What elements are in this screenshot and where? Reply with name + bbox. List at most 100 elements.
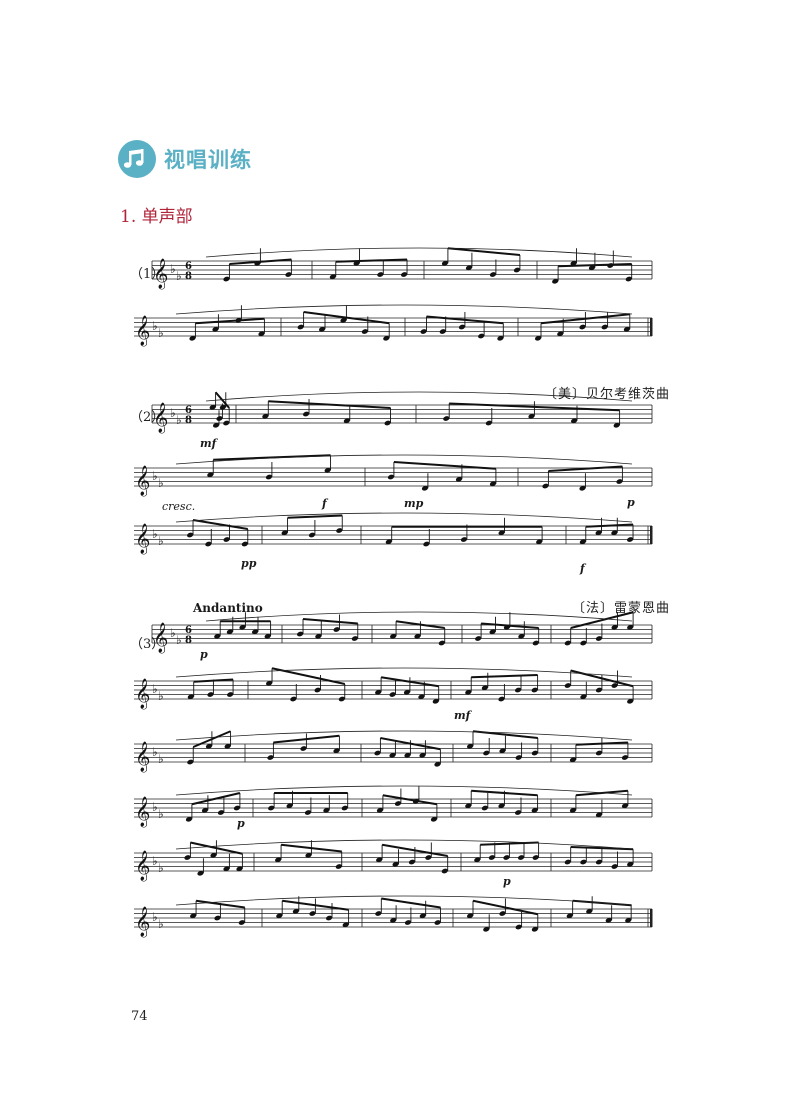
note-head xyxy=(514,687,522,693)
composer-credit-3: 〔法〕雷蒙恩曲 xyxy=(571,601,670,616)
note-head xyxy=(314,687,321,693)
note-head xyxy=(528,413,535,419)
note-head xyxy=(466,913,474,919)
note-head xyxy=(184,855,191,860)
treble-clef-icon: 𝄞 xyxy=(135,906,150,938)
note-head xyxy=(205,743,213,749)
note-beam xyxy=(193,678,234,683)
note-head xyxy=(513,267,521,273)
note-head xyxy=(443,416,450,421)
note-head xyxy=(627,537,634,542)
note-head xyxy=(627,861,634,867)
note-head xyxy=(489,272,497,277)
note-head xyxy=(569,757,577,763)
note-head xyxy=(303,411,310,417)
note-head xyxy=(432,698,439,704)
note-head xyxy=(187,759,194,765)
note-head xyxy=(275,857,282,863)
note-beam xyxy=(471,674,538,679)
note-head xyxy=(532,640,539,646)
note-head xyxy=(570,260,577,266)
phrase-slur xyxy=(175,730,633,741)
note-head xyxy=(207,472,214,478)
note-beam xyxy=(449,402,620,412)
dynamic-p-1: p xyxy=(627,496,635,509)
note-beam xyxy=(335,258,408,263)
flat-icon: ♭ xyxy=(158,752,164,766)
treble-clef-icon: 𝄞 xyxy=(135,523,150,555)
flat-icon: ♭ xyxy=(170,262,176,276)
note-beam xyxy=(426,315,504,325)
note-head xyxy=(385,539,392,545)
note-head xyxy=(488,855,496,860)
note-head xyxy=(297,631,304,637)
phrase-slur xyxy=(175,454,633,465)
note-head xyxy=(335,864,342,869)
note-head xyxy=(485,420,493,426)
dynamic-f-1: f xyxy=(322,497,327,510)
flat-icon: ♭ xyxy=(158,861,164,875)
note-head xyxy=(239,624,246,630)
note-head xyxy=(531,687,538,693)
note-head xyxy=(214,915,221,921)
note-head xyxy=(408,859,416,865)
note-head xyxy=(205,541,212,547)
treble-clef-icon: 𝄞 xyxy=(135,315,150,347)
note-head xyxy=(621,755,629,760)
note-head xyxy=(286,803,293,809)
note-head xyxy=(478,333,485,339)
note-head xyxy=(475,636,482,641)
note-beam xyxy=(303,311,390,325)
note-head xyxy=(300,746,307,751)
note-head xyxy=(187,694,194,700)
note-head xyxy=(223,276,230,282)
note-head xyxy=(403,689,411,695)
note-head xyxy=(233,805,241,811)
note-head xyxy=(611,624,618,630)
note-beam xyxy=(192,519,248,530)
note-beam xyxy=(282,899,349,911)
note-head xyxy=(419,752,426,758)
note-head xyxy=(241,541,248,547)
note-head xyxy=(264,633,271,639)
note-head xyxy=(262,413,269,419)
note-head xyxy=(466,743,474,749)
note-head xyxy=(190,913,197,919)
note-head xyxy=(627,698,634,704)
note-beam xyxy=(395,620,445,629)
note-head xyxy=(268,805,275,811)
note-head xyxy=(566,913,573,919)
note-head xyxy=(601,324,608,330)
dynamic-mp-1: mp xyxy=(404,497,424,510)
note-head xyxy=(588,265,596,271)
note-head xyxy=(498,530,505,536)
note-head xyxy=(418,694,425,700)
note-head xyxy=(219,404,227,410)
note-head xyxy=(343,418,350,424)
note-head xyxy=(389,752,396,758)
note-head xyxy=(498,803,505,809)
note-head xyxy=(611,864,618,869)
note-head xyxy=(517,855,525,860)
note-head xyxy=(515,755,522,760)
note-head xyxy=(625,276,632,282)
note-head xyxy=(207,692,214,697)
note-beam xyxy=(447,247,520,256)
note-beam xyxy=(540,313,630,325)
note-head xyxy=(187,532,194,538)
note-head xyxy=(489,629,496,635)
phrase-slur xyxy=(175,667,633,678)
note-head xyxy=(616,479,623,484)
flat-icon: ♭ xyxy=(158,476,164,490)
note-head xyxy=(323,807,330,813)
note-head xyxy=(579,539,586,545)
note-head xyxy=(377,272,384,277)
phrase-slur xyxy=(205,391,633,402)
note-beam xyxy=(585,523,634,528)
time-signature-bottom: 8 xyxy=(185,635,192,646)
note-head xyxy=(465,689,472,695)
note-head xyxy=(580,640,587,646)
note-head xyxy=(308,532,316,538)
note-head xyxy=(425,855,432,860)
note-head xyxy=(236,866,243,872)
